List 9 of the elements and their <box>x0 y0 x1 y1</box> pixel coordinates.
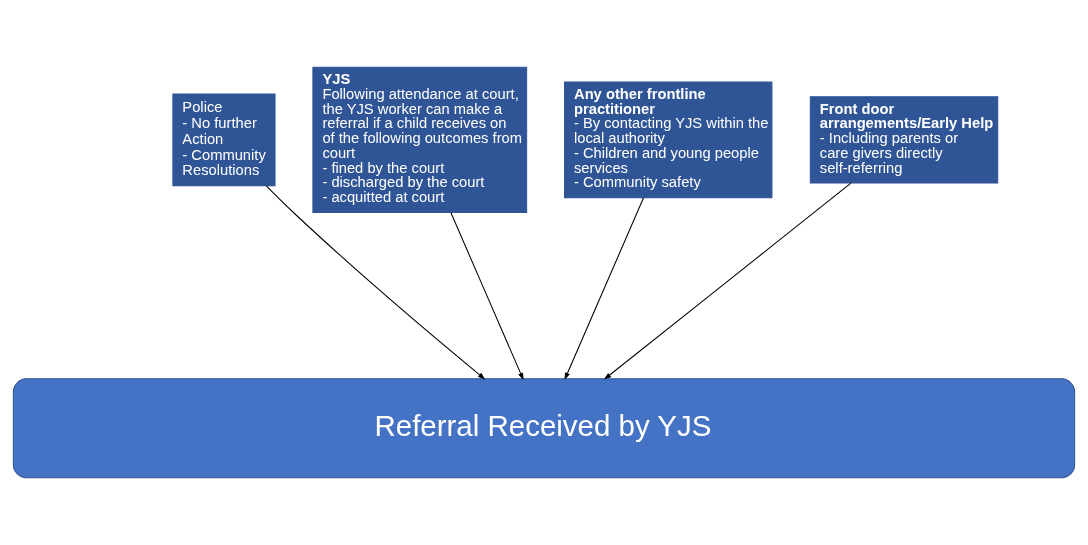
arrow <box>265 185 486 380</box>
node-box: Police - No further Action - Community Resolutions <box>172 93 276 187</box>
arrow <box>603 182 852 380</box>
arrow <box>450 212 524 381</box>
node-box: Referral Received by YJS <box>12 378 1076 479</box>
node-box: YJS Following attendance at court, the YJS worker can make a referral if a child receives on of the following outcomes from court - fined by the court - discharged by the court - acquitted at court <box>312 66 528 213</box>
node-box: Front door arrangements/Early Help - Including parents or care givers directly self-referring <box>809 96 999 184</box>
arrow <box>564 197 645 380</box>
node-box: Any other frontline practitioner - By contacting YJS within the local authority - Children and young people services - Community safety <box>564 81 773 199</box>
